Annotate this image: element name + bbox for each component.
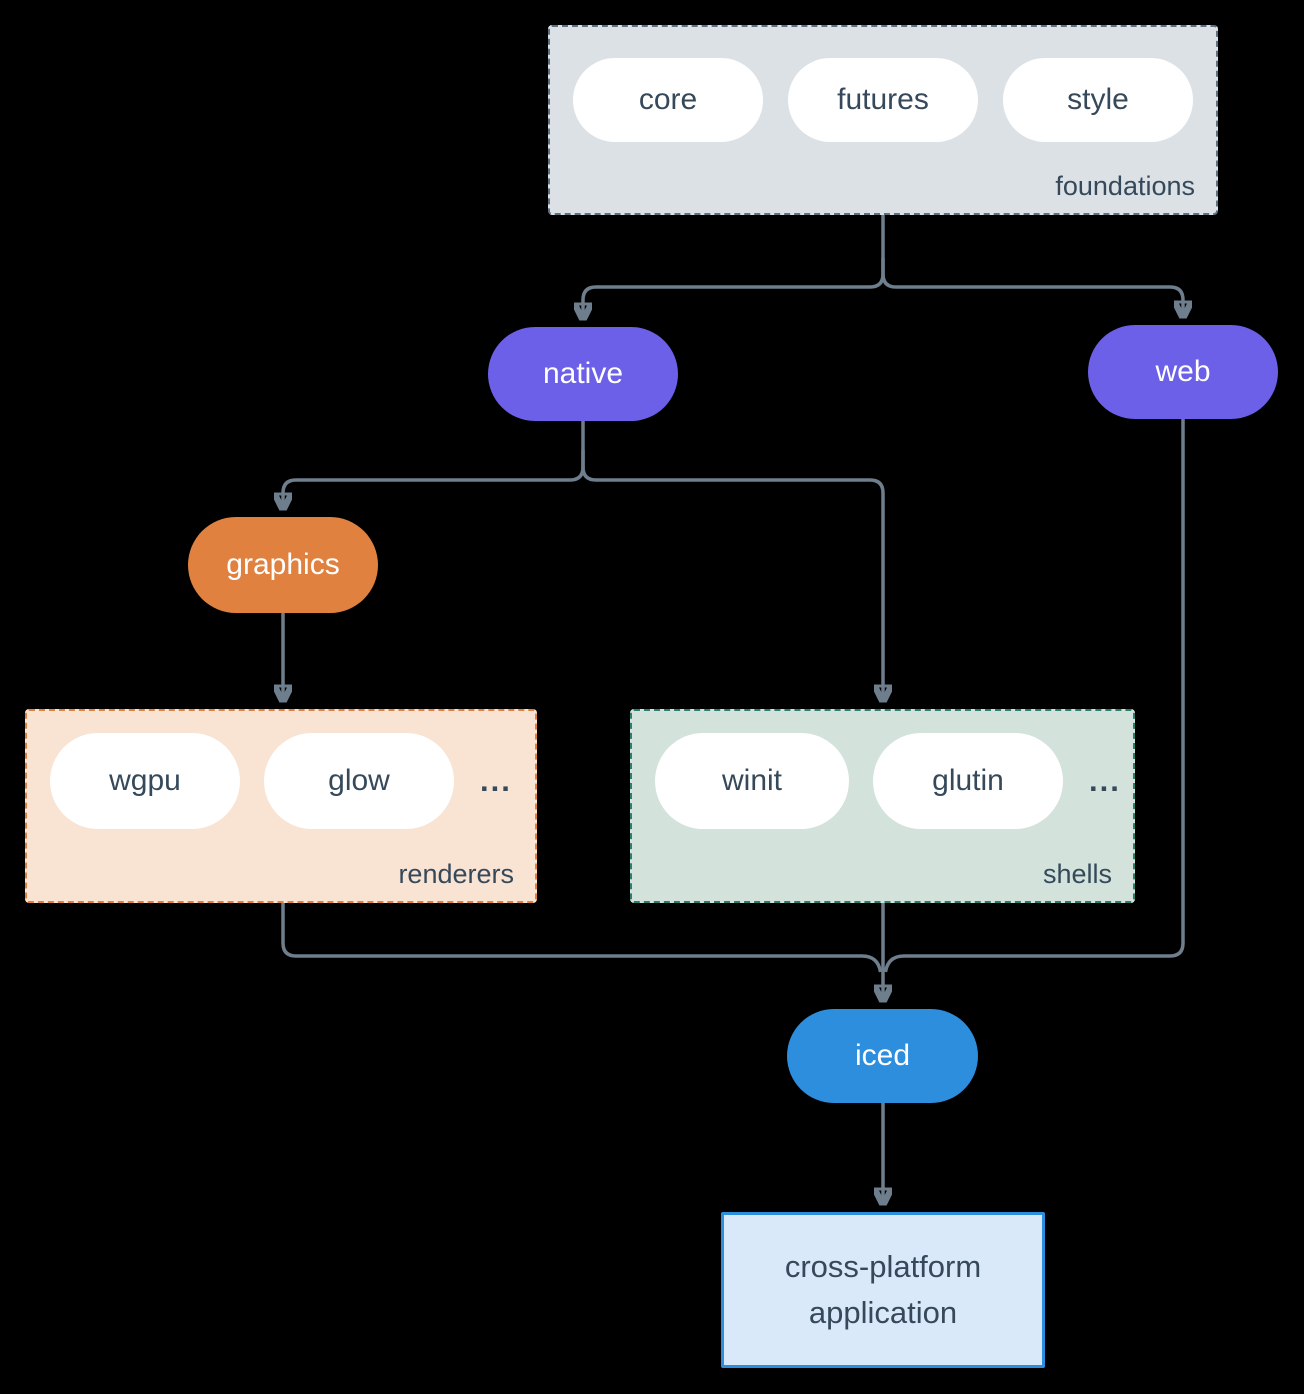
renderers-ellipsis: ... [480, 763, 512, 798]
renderers-pill-row: wgpu glow ... [27, 711, 535, 829]
application-label-line2: application [808, 1295, 958, 1330]
edge-foundations-native [583, 215, 885, 316]
edge-foundations-web [881, 258, 1183, 314]
label-renderers: renderers [398, 859, 514, 889]
pill-style: style [1003, 58, 1193, 142]
edge-web-merge [883, 419, 1185, 973]
pill-glow: glow [264, 733, 454, 829]
shells-ellipsis: ... [1089, 763, 1121, 798]
node-graphics: graphics [188, 517, 378, 613]
application-label-line1: cross-platform [784, 1249, 982, 1285]
pill-core: core [573, 58, 763, 142]
pill-glutin: glutin [873, 733, 1063, 829]
label-foundations: foundations [1055, 171, 1195, 201]
group-shells: winit glutin ... shells [630, 709, 1135, 903]
shells-pill-row: winit glutin ... [632, 711, 1133, 829]
node-iced: iced [787, 1009, 978, 1103]
node-native: native [488, 327, 678, 421]
pill-futures: futures [788, 58, 978, 142]
pill-wgpu: wgpu [50, 733, 240, 829]
group-foundations: core futures style foundations [548, 25, 1218, 215]
label-shells: shells [1042, 859, 1112, 889]
pill-winit: winit [655, 733, 849, 829]
foundations-pill-row: core futures style [550, 27, 1216, 142]
node-cross-platform-application: cross-platform application [721, 1212, 1045, 1368]
edge-native-shells [581, 450, 883, 698]
edge-renderers-merge [281, 903, 883, 973]
group-renderers: wgpu glow ... renderers [25, 709, 537, 903]
node-web: web [1088, 325, 1278, 419]
edge-native-graphics [283, 421, 585, 506]
